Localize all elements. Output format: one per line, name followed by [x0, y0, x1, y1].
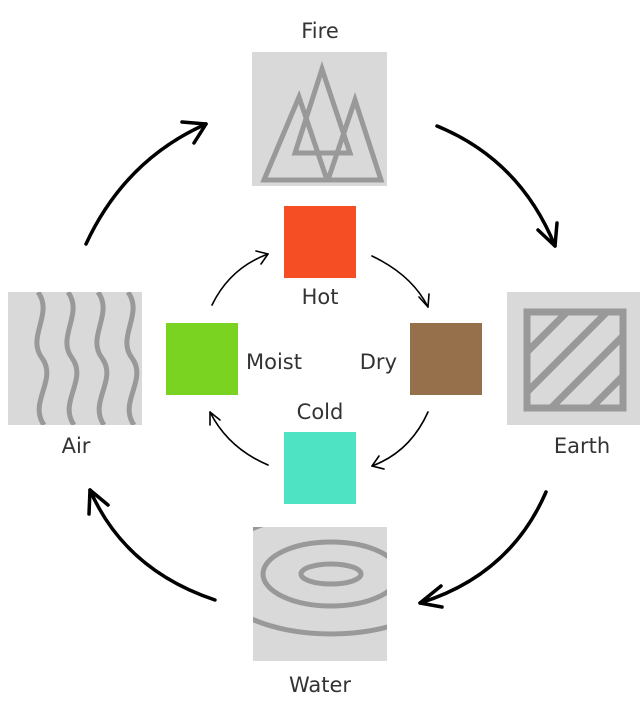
water-label: Water: [288, 673, 352, 697]
arrow-dry-to-cold: [371, 411, 429, 467]
dry-label: Dry: [359, 350, 397, 374]
fire-label: Fire: [301, 19, 339, 43]
arrow-air-to-fire-head: [180, 120, 208, 145]
fire-tile: [252, 52, 387, 186]
air-icon: [34, 292, 140, 425]
water-icon: [253, 527, 387, 637]
hot-swatch: [284, 206, 356, 278]
earth-label: Earth: [553, 434, 611, 458]
hot-label: Hot: [301, 285, 339, 309]
arrow-earth-to-water-head: [418, 584, 444, 609]
air-tile: [8, 292, 142, 425]
moist-swatch: [166, 323, 238, 395]
air-label: Air: [61, 434, 91, 458]
dry-swatch: [410, 323, 482, 395]
arrow-dry-to-cold-head: [371, 455, 385, 470]
arrow-air-to-fire: [84, 122, 208, 246]
moist-label: Moist: [246, 350, 302, 374]
arrow-moist-to-hot: [211, 253, 269, 306]
cold-swatch: [284, 432, 356, 504]
arrow-fire-to-earth-head: [536, 221, 559, 248]
arrow-water-to-air: [88, 488, 217, 602]
arrow-moist-to-hot-head: [255, 250, 269, 265]
arrow-cold-to-moist: [209, 411, 269, 466]
arrow-cold-to-moist-head: [209, 411, 221, 426]
cold-label: Cold: [296, 400, 344, 424]
earth-icon: [523, 308, 627, 412]
earth-tile: [507, 292, 640, 425]
arrow-hot-to-dry-head: [418, 293, 430, 308]
arrow-fire-to-earth: [435, 124, 557, 248]
arrow-water-to-air-head: [87, 488, 110, 516]
water-tile: [253, 527, 387, 661]
arrow-earth-to-water: [418, 490, 548, 605]
arrow-hot-to-dry: [371, 255, 429, 308]
fire-icon: [260, 60, 385, 183]
